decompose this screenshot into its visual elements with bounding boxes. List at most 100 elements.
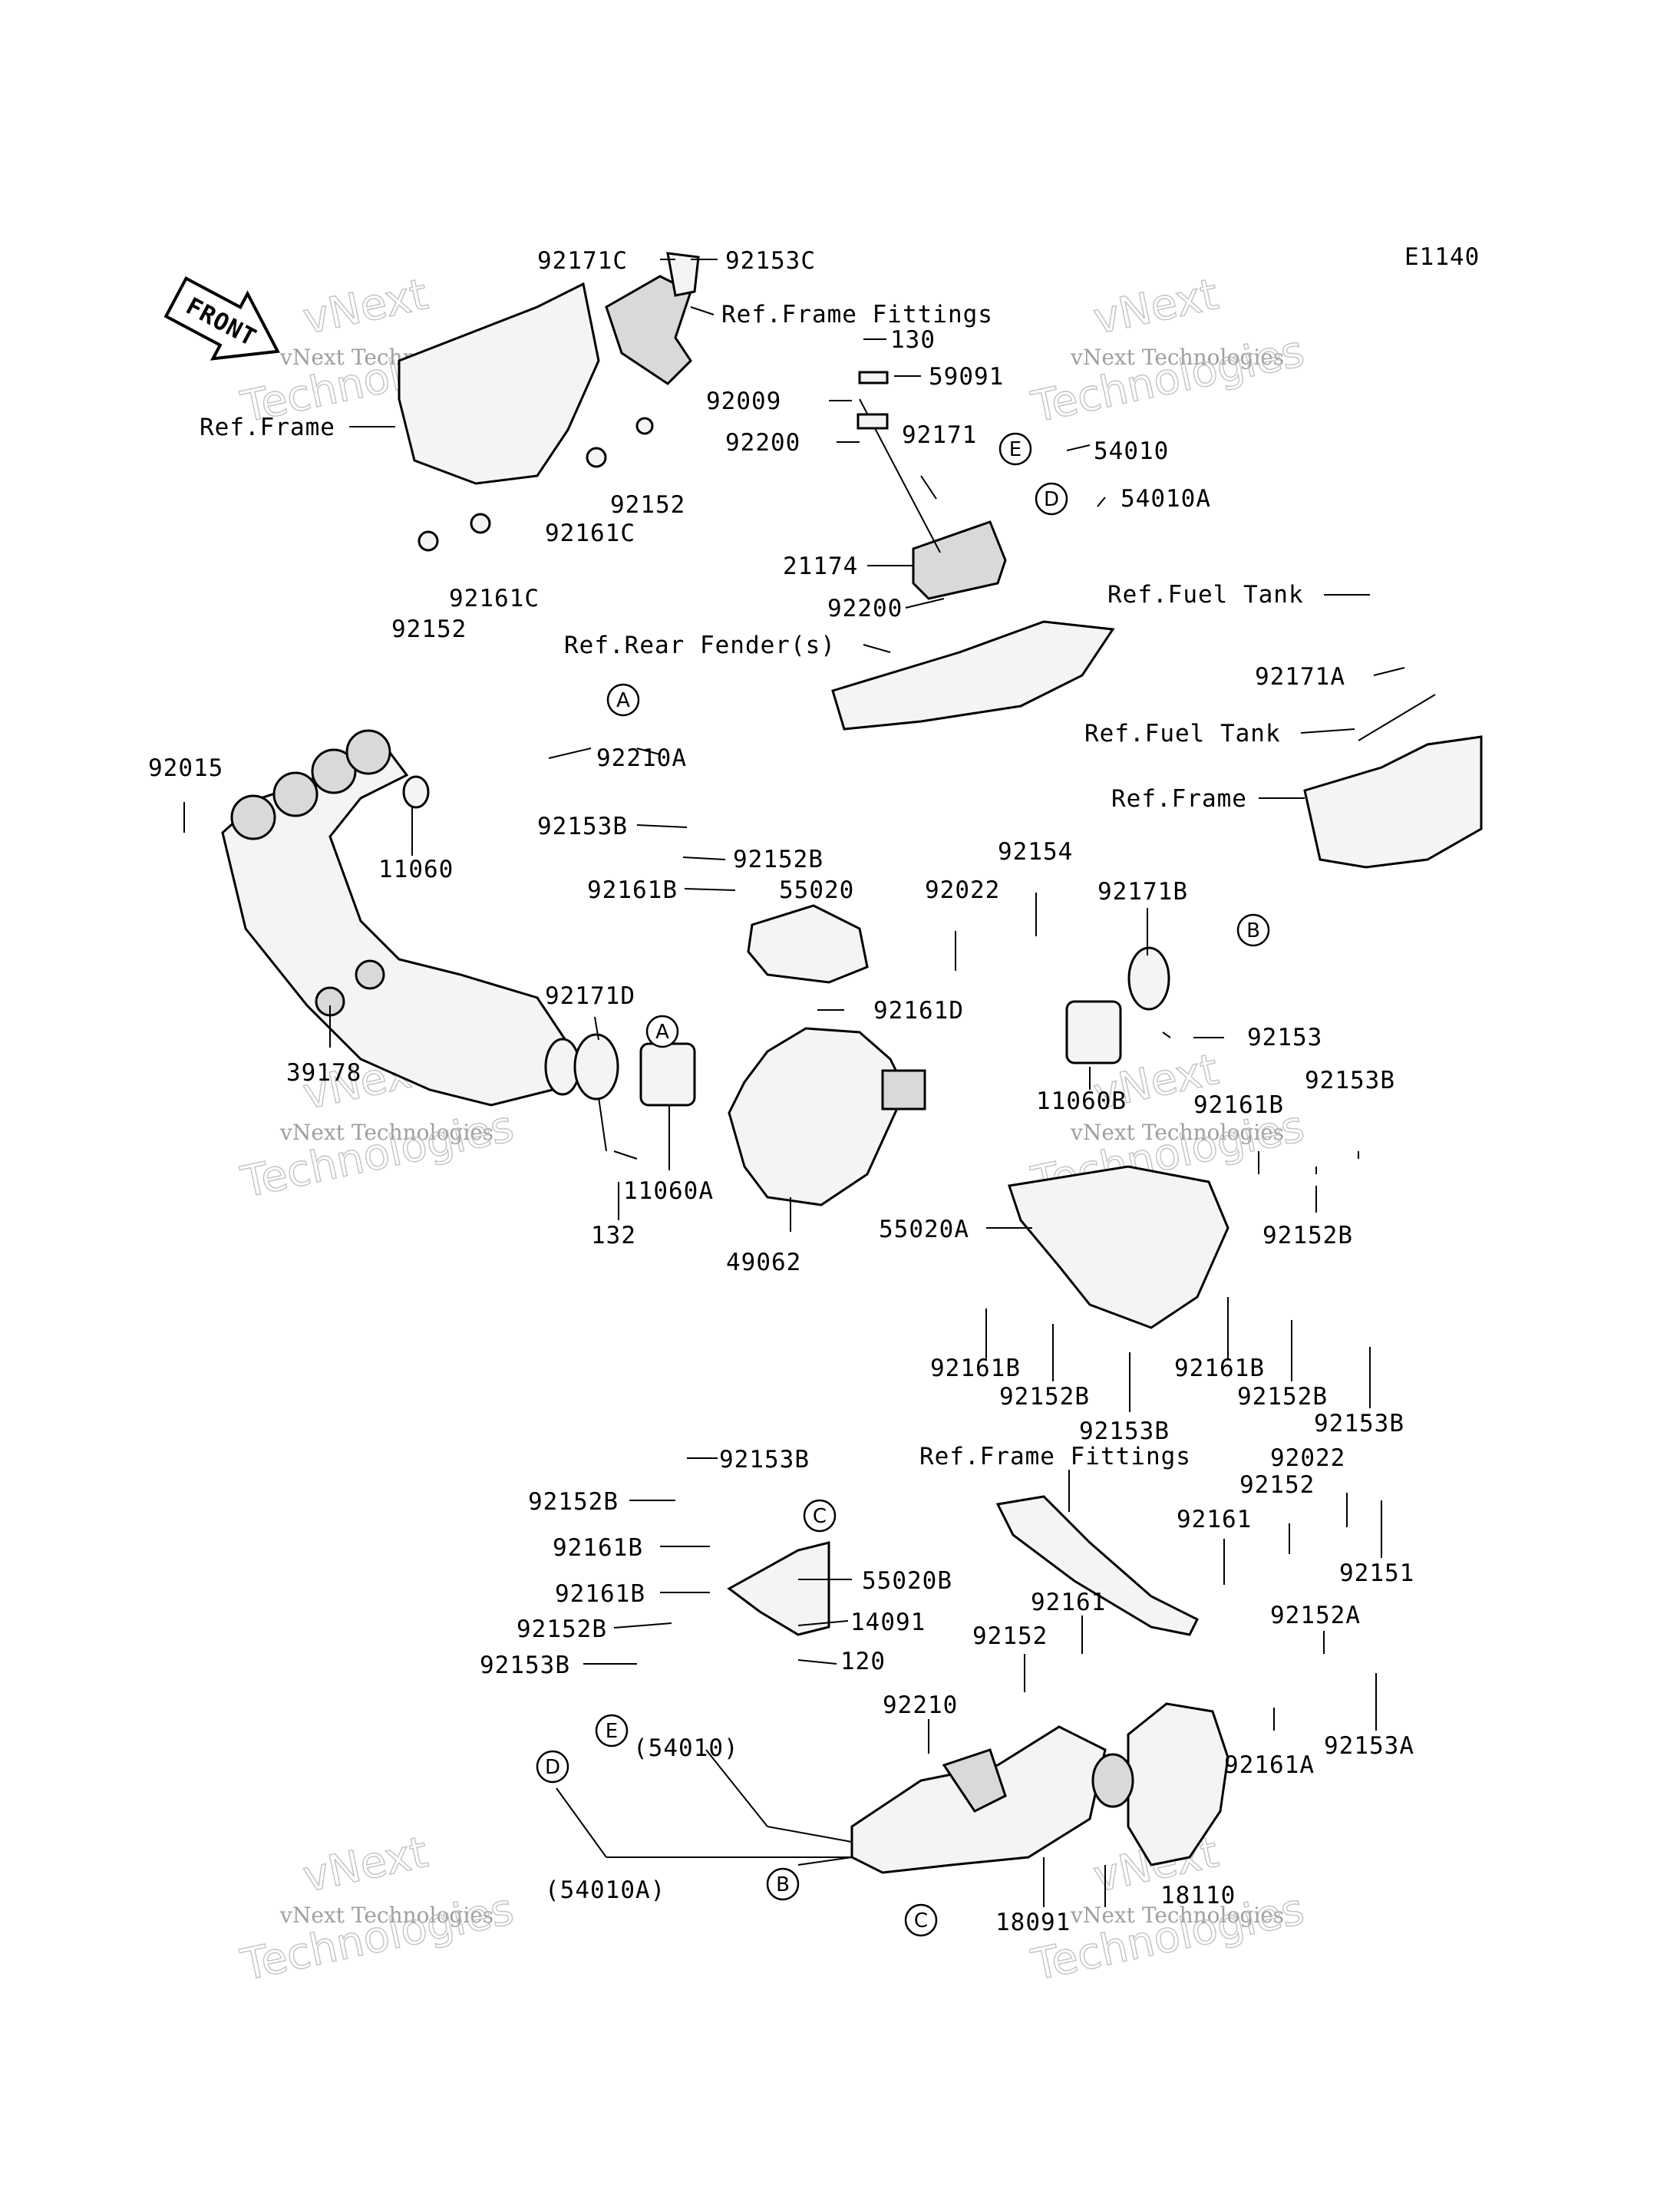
part-label: 92161A xyxy=(1224,1751,1315,1779)
part-label: 92153B xyxy=(1079,1417,1170,1445)
part-label: 92152B xyxy=(1237,1383,1328,1411)
part-label: 55020A xyxy=(879,1216,969,1243)
svg-text:vNext: vNext xyxy=(1089,269,1223,345)
part-label: 92153A xyxy=(1324,1732,1414,1760)
part-label: 11060 xyxy=(378,856,454,883)
part-label: 92152A xyxy=(1270,1602,1361,1629)
part-label: 92153B xyxy=(480,1652,570,1679)
sensor-boss-shape xyxy=(355,959,385,990)
part-label: 21174 xyxy=(783,553,858,580)
part-label: 49062 xyxy=(726,1249,801,1276)
part-label: 92152B xyxy=(1262,1222,1353,1249)
part-label: 132 xyxy=(591,1222,636,1249)
part-label: 92161D xyxy=(873,997,964,1025)
svg-text:B: B xyxy=(1246,919,1260,942)
svg-text:D: D xyxy=(545,1756,560,1779)
part-label: 92022 xyxy=(925,876,1000,904)
part-label: 120 xyxy=(840,1648,886,1675)
part-label: 92161C xyxy=(449,585,540,612)
svg-text:Technologies: Technologies xyxy=(236,1884,517,1991)
part-label: 92153B xyxy=(1314,1410,1404,1437)
part-label: 92161 xyxy=(1177,1506,1252,1533)
part-label: 54010A xyxy=(1121,485,1211,513)
part-label: 18091 xyxy=(995,1909,1071,1936)
svg-text:vNext Technologies: vNext Technologies xyxy=(279,1903,493,1928)
callout-a-mid: A xyxy=(645,1015,679,1048)
part-label: 92161B xyxy=(555,1580,645,1608)
callout-a-top: A xyxy=(606,683,640,717)
heat-guard-shape xyxy=(727,1541,830,1636)
part-label: 92152B xyxy=(999,1383,1090,1411)
part-label: 92161 xyxy=(1031,1589,1106,1616)
part-label: 92171A xyxy=(1255,663,1345,691)
callout-b-bottom: B xyxy=(766,1867,800,1901)
front-arrow-icon: FRONT xyxy=(163,276,280,361)
part-label: 92022 xyxy=(1270,1444,1345,1472)
svg-text:E: E xyxy=(1009,438,1022,461)
cap-shape xyxy=(857,413,889,430)
part-label: Ref.Frame Fittings xyxy=(919,1443,1191,1470)
pipe-connector-shape xyxy=(1065,1000,1122,1064)
port-flange-shape xyxy=(311,748,357,794)
part-label: 18110 xyxy=(1160,1882,1236,1909)
part-label: 92153C xyxy=(725,247,816,275)
part-label: 92171D xyxy=(545,982,635,1010)
bolt-shape xyxy=(858,371,889,384)
end-cap-shape xyxy=(1127,1702,1229,1866)
svg-text:vNext Technologies: vNext Technologies xyxy=(1070,345,1284,370)
catalyst-outlet-shape xyxy=(881,1069,926,1111)
part-label: 92153B xyxy=(1305,1067,1395,1094)
part-label: 92171C xyxy=(537,247,628,275)
svg-text:Technologies: Technologies xyxy=(1027,326,1308,433)
part-label: (54010) xyxy=(633,1734,739,1762)
part-label: 59091 xyxy=(929,363,1004,391)
heat-shield-shape xyxy=(1008,1165,1229,1329)
part-label: Ref.Frame xyxy=(200,414,335,441)
washer-shape xyxy=(586,447,607,468)
part-label: 14091 xyxy=(850,1609,926,1636)
callout-e-top: E xyxy=(998,432,1032,466)
part-label: 11060B xyxy=(1036,1087,1127,1115)
part-label: Ref.Frame Fittings xyxy=(721,301,993,328)
part-label: 92210A xyxy=(596,744,687,772)
part-label: 92200 xyxy=(827,595,903,622)
frame-fittings-bracket-shape xyxy=(666,252,700,297)
part-label: 92161C xyxy=(545,520,635,547)
svg-text:D: D xyxy=(1044,488,1059,511)
svg-text:vNext Technologies: vNext Technologies xyxy=(279,1120,493,1145)
part-label: 92152B xyxy=(528,1488,619,1516)
part-label: 92152 xyxy=(391,616,467,643)
washer-shape xyxy=(635,417,654,435)
svg-text:E: E xyxy=(606,1720,618,1743)
rear-frame-fitting-shape xyxy=(995,1495,1200,1636)
part-label: 39178 xyxy=(286,1059,361,1087)
end-cap-outlet-shape xyxy=(1091,1753,1134,1808)
frame-fitting-shape xyxy=(605,275,692,385)
callout-c-top: C xyxy=(803,1499,837,1533)
watermark-5: vNext vNext Technologies Technologies xyxy=(236,1827,519,1991)
part-label: 92153B xyxy=(537,813,628,840)
cover-shape xyxy=(747,904,869,984)
part-label: Ref.Rear Fender(s) xyxy=(564,632,836,659)
part-label: 92171B xyxy=(1097,878,1188,906)
port-flange-shape xyxy=(345,729,391,775)
part-label: 55020B xyxy=(862,1567,952,1595)
part-label: 11060A xyxy=(623,1177,714,1205)
part-label: 92153B xyxy=(719,1446,810,1474)
part-label: 55020 xyxy=(779,876,854,904)
svg-text:C: C xyxy=(813,1505,827,1528)
part-label: 92009 xyxy=(706,388,781,415)
callout-d-bottom: D xyxy=(536,1750,569,1784)
part-label: 92151 xyxy=(1339,1559,1414,1587)
port-flange-shape xyxy=(272,771,319,817)
part-label: 92015 xyxy=(148,754,223,782)
part-label: 92161B xyxy=(587,876,678,904)
svg-text:C: C xyxy=(914,1909,928,1932)
part-label: 92161B xyxy=(1193,1091,1284,1119)
part-label: 92152 xyxy=(610,491,685,519)
svg-text:A: A xyxy=(616,689,630,712)
leader-lines xyxy=(183,259,1405,1907)
part-label: 92161B xyxy=(553,1534,643,1562)
washer-shape xyxy=(418,530,439,552)
